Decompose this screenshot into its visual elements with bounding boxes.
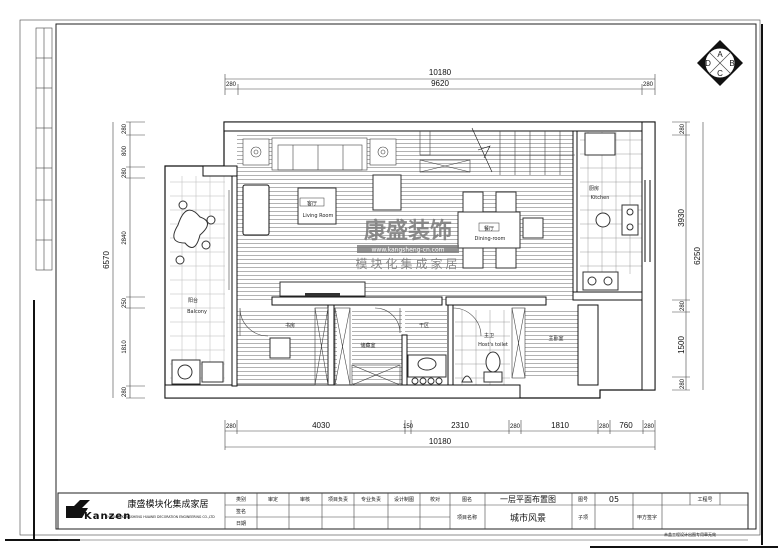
room-storage: 储藏室 — [360, 342, 375, 349]
logo-text: Kanzen — [84, 511, 131, 522]
top-dimensions: 10180 280 9620 280 — [224, 68, 656, 95]
room-living-cn: 客厅 — [307, 200, 317, 207]
dim-left-seg: 280 — [122, 123, 128, 134]
dim-bottom-seg: 280 — [644, 424, 655, 430]
header-designer: 设计制图 — [394, 496, 414, 503]
header-project-lead: 项目负责 — [328, 496, 348, 503]
dim-right-seg: 1500 — [677, 336, 686, 354]
dim-left-seg: 1810 — [122, 340, 128, 354]
dim-top-seg: 9620 — [431, 79, 449, 88]
room-dining-en: Dining-room — [475, 236, 506, 242]
room-balcony-en: Balcony — [187, 309, 207, 315]
dim-right-seg: 3930 — [677, 209, 686, 227]
header-approve: 审定 — [268, 496, 278, 503]
header-discipline-lead: 专业负责 — [361, 496, 381, 503]
left-sign-strip — [35, 27, 53, 271]
bathroom-fixtures — [407, 351, 503, 385]
title-block: Kanzen 康盛模块化集成家居 ZHEJIANG KANGSHENG HUAW… — [57, 492, 749, 541]
dining-set — [457, 191, 544, 269]
title-footnote: 未盖工程设计出图专用章无效 — [664, 531, 716, 537]
dim-top-seg: 280 — [226, 82, 237, 88]
armchair — [372, 174, 402, 211]
dim-left-seg: 280 — [122, 167, 128, 178]
dim-bottom-seg: 760 — [619, 421, 633, 430]
room-dry-area: 干区 — [419, 323, 429, 329]
dim-right-seg: 280 — [680, 300, 686, 311]
dim-left-total: 6570 — [102, 251, 111, 269]
room-dining-cn: 餐厅 — [484, 225, 494, 232]
room-study: 书房 — [285, 322, 295, 329]
room-kitchen-cn: 厨房 — [589, 185, 599, 192]
drawing-name: 一层平面布置图 — [500, 494, 556, 504]
dim-top-total: 10180 — [429, 68, 452, 77]
drawing-no: 05 — [609, 495, 619, 504]
room-living-en: Living Room — [303, 213, 334, 219]
dim-bottom-seg: 4030 — [312, 421, 330, 430]
project-name-label: 项目名称 — [457, 514, 477, 521]
dim-right-seg: 280 — [680, 123, 686, 134]
subitem-label: 子项 — [578, 514, 588, 521]
dim-left-seg: 2840 — [122, 231, 128, 245]
dim-bottom-seg: 150 — [403, 424, 414, 430]
room-kitchen-en: Kitchen — [591, 195, 610, 201]
compass-label-c: C — [717, 69, 723, 78]
dim-right-total: 6250 — [693, 247, 702, 265]
dim-bottom-seg: 280 — [226, 424, 237, 430]
right-dimensions: 280 3930 280 1500 280 6250 — [672, 121, 704, 391]
compass-label-b: B — [729, 59, 734, 68]
watermark-url: www.kangsheng-cn.com — [372, 247, 445, 254]
watermark: 康盛装饰 www.kangsheng-cn.com 模块化集成家居 — [355, 218, 460, 271]
project-name: 城市风景 — [510, 512, 546, 524]
room-labels: 客厅 Living Room 餐厅 Dining-room 厨房 Kitchen… — [187, 185, 609, 349]
dim-right-seg: 280 — [680, 378, 686, 389]
dim-bottom-seg: 1810 — [551, 421, 569, 430]
balcony-fixtures — [171, 200, 224, 385]
company-logo: Kanzen — [66, 500, 131, 522]
row-label-signature: 签名 — [236, 508, 246, 515]
watermark-title: 康盛装饰 — [364, 218, 452, 244]
company-name-en: ZHEJIANG KANGSHENG HUAWEI DECORATION ENG… — [105, 515, 215, 519]
dim-bottom-seg: 280 — [599, 424, 610, 430]
project-no-label: 工程号 — [697, 496, 712, 503]
room-host-toilet-cn: 主卫 — [484, 332, 494, 339]
dim-bottom-seg: 280 — [510, 424, 521, 430]
side-table-lamp — [242, 138, 397, 166]
room-balcony-cn: 阳台 — [188, 297, 198, 304]
room-host-toilet-en: Host's toilet — [478, 342, 508, 348]
dim-top-seg: 280 — [643, 82, 654, 88]
dim-bottom-seg: 2310 — [451, 421, 469, 430]
row-label-date: 日期 — [236, 521, 246, 527]
client-sign-label: 甲方签字 — [637, 514, 657, 521]
drawing-no-label: 图号 — [578, 497, 588, 503]
dim-left-seg: 280 — [122, 386, 128, 397]
dim-bottom-total: 10180 — [429, 437, 452, 446]
tv-cabinet — [242, 184, 270, 236]
drawing-name-label: 图名 — [462, 496, 472, 503]
row-label-category: 类别 — [236, 496, 246, 503]
dim-left-seg: 250 — [122, 297, 128, 308]
header-checker: 校对 — [430, 496, 440, 503]
dim-left-seg: 800 — [122, 145, 128, 156]
left-dimensions: 6570 280 800 280 2840 250 1810 280 — [102, 121, 145, 399]
header-review: 审核 — [300, 496, 310, 503]
room-bedroom: 主卧室 — [548, 335, 563, 342]
bottom-dimensions: 280 4030 150 2310 280 1810 280 760 280 1… — [224, 420, 656, 450]
company-name-cn: 康盛模块化集成家居 — [127, 498, 208, 510]
sofa — [271, 137, 368, 171]
study-chair — [269, 337, 291, 359]
compass-label-a: A — [717, 50, 723, 59]
compass-label-d: D — [705, 59, 711, 68]
kitchen-fixtures — [582, 132, 639, 291]
compass-icon: A B C D — [697, 40, 743, 86]
watermark-subtitle: 模块化集成家居 — [355, 256, 460, 271]
